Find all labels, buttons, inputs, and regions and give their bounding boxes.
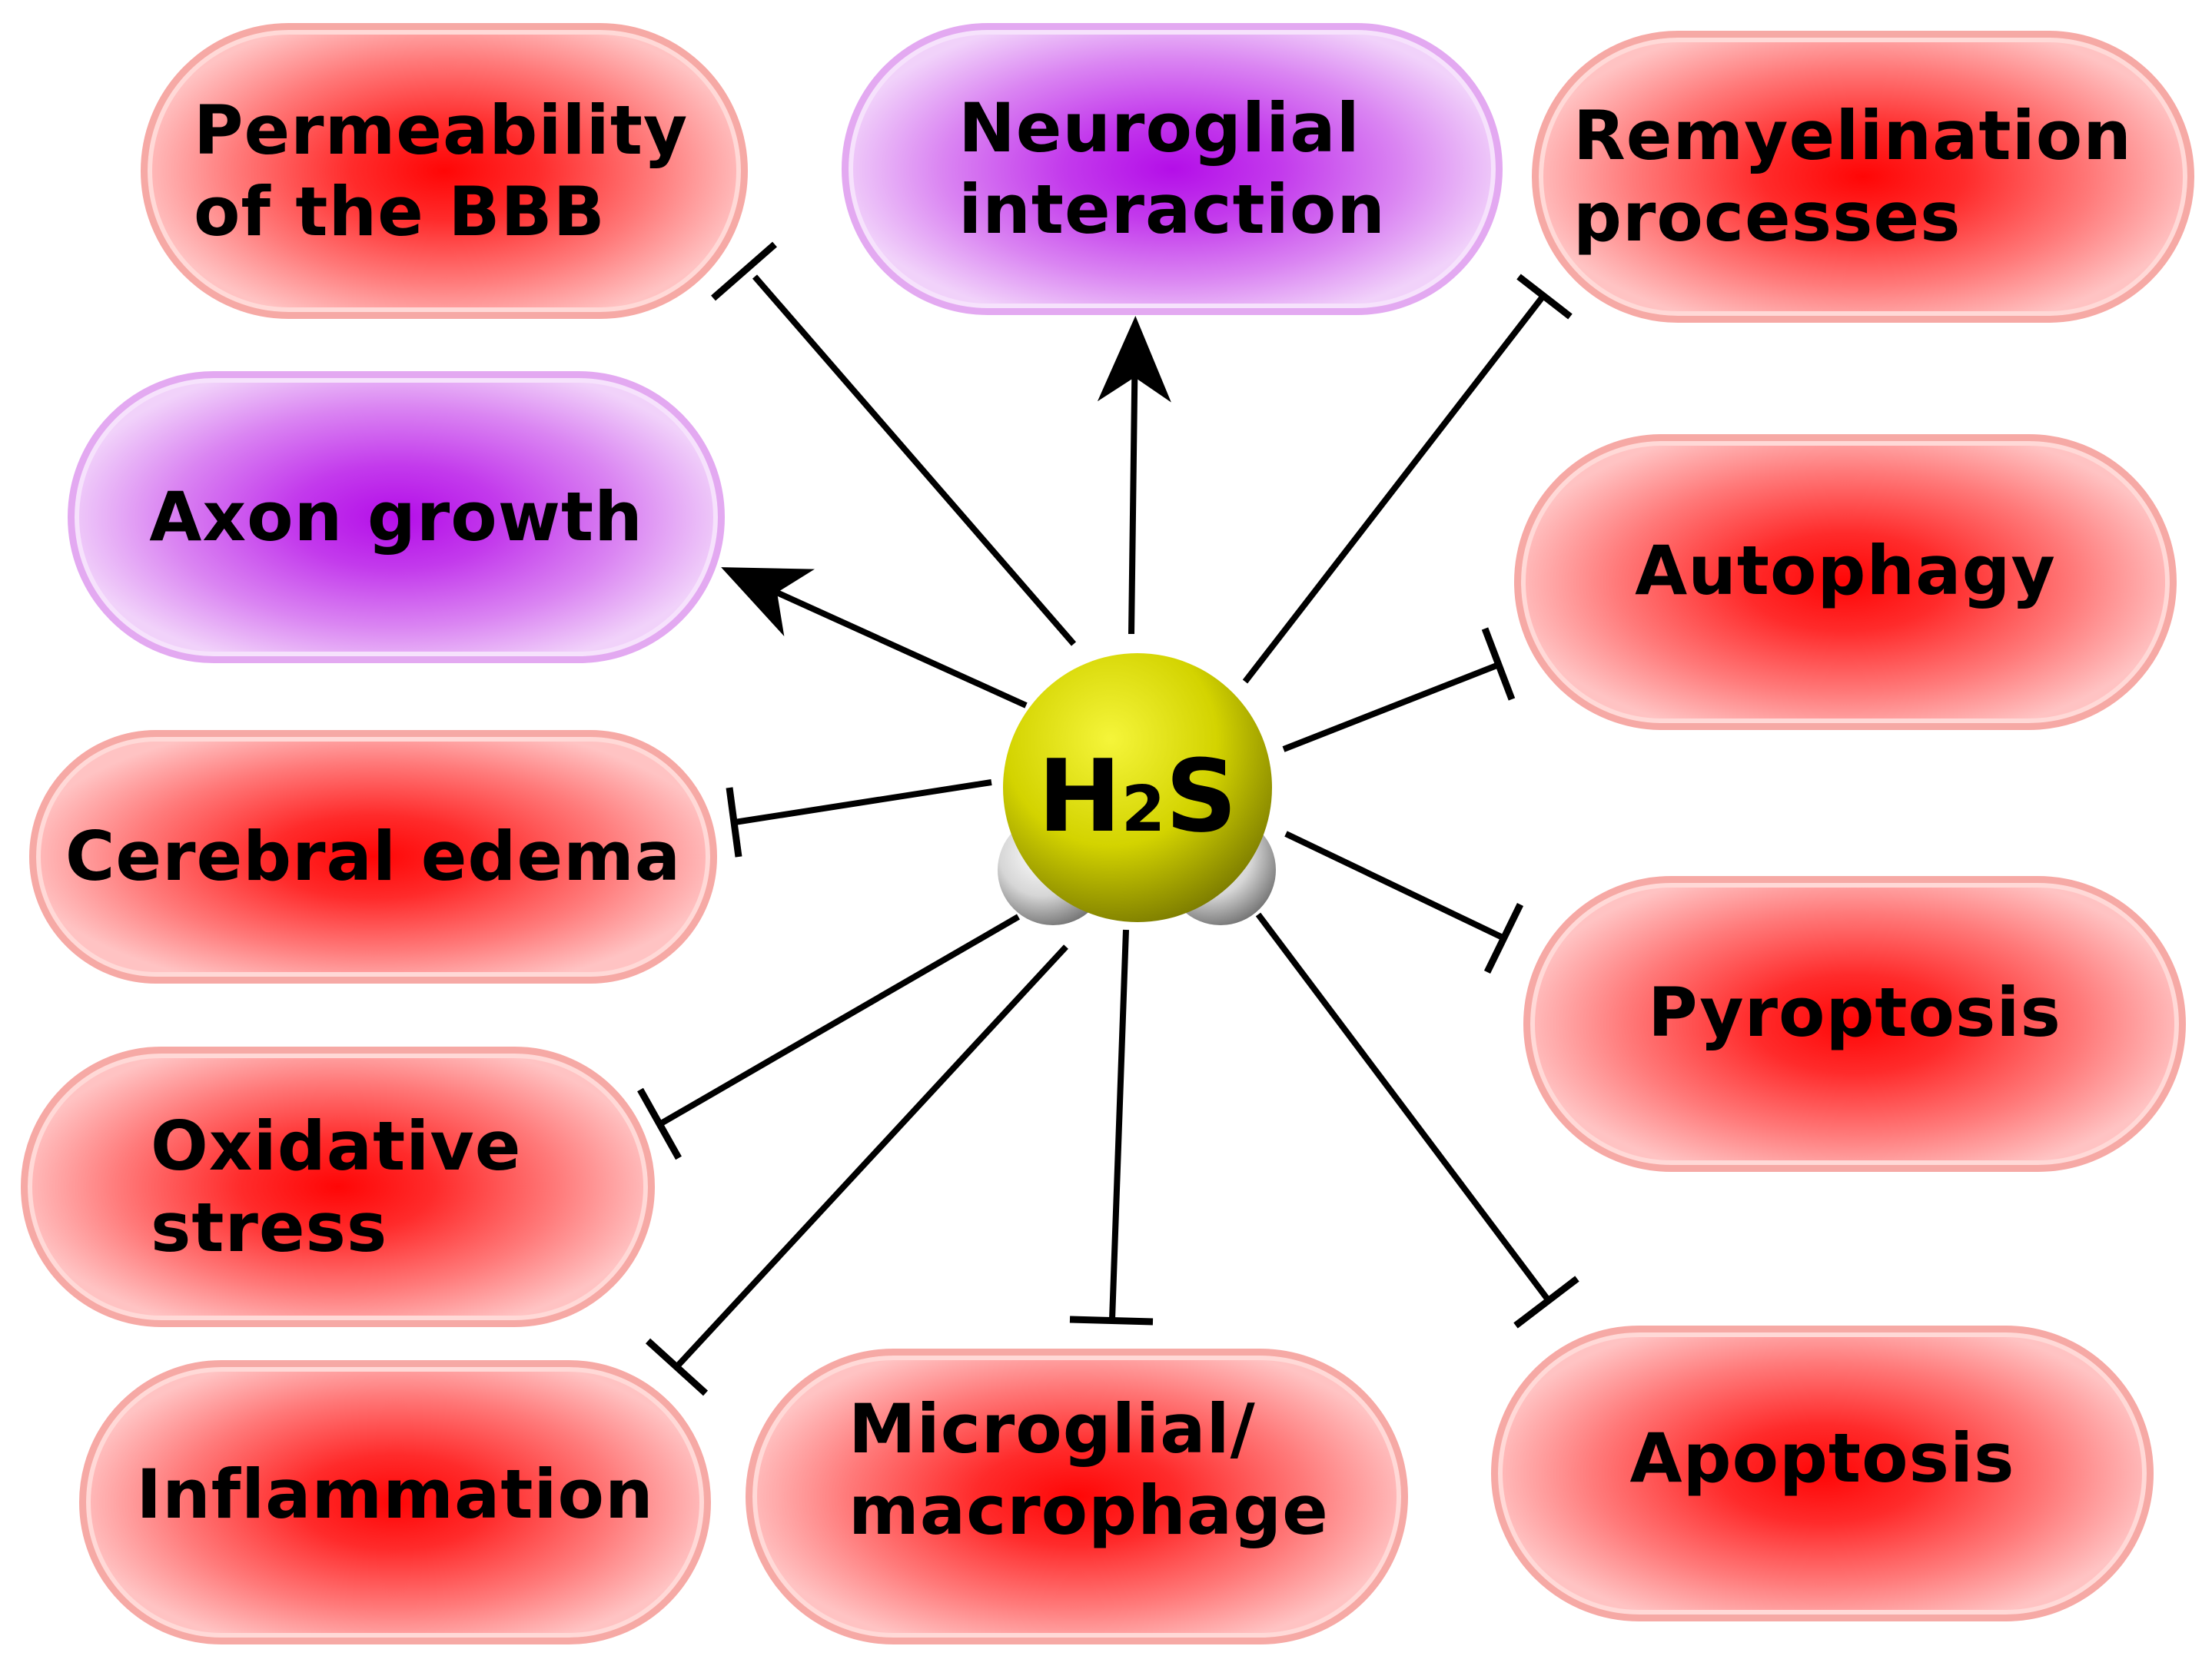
- node-pyroptosis: Pyroptosis: [1523, 876, 2186, 1172]
- edge-pyroptosis-inhibit: [1284, 831, 1524, 974]
- formula-subscript: 2: [1121, 773, 1166, 846]
- node-apoptosis-label: Apoptosis: [1629, 1418, 2015, 1498]
- edge-remyelination-inhibit: [1242, 274, 1573, 684]
- node-permeability-bbb: Permeability of the BBB: [141, 23, 748, 319]
- node-neuroglial-interaction: Neuroglial interaction: [842, 23, 1503, 315]
- node-cerebral-edema-label: Cerebral edema: [65, 817, 682, 897]
- node-microglial-macrophage-label: Microglial/ macrophage: [849, 1389, 1329, 1550]
- node-oxidative-stress-label: Oxidative stress: [151, 1106, 522, 1267]
- edge-apoptosis-inhibit: [1255, 912, 1579, 1329]
- edge-autophagy-inhibit: [1282, 627, 1516, 752]
- node-inflammation-label: Inflammation: [136, 1455, 654, 1535]
- node-pyroptosis-label: Pyroptosis: [1648, 972, 2061, 1052]
- node-microglial-macrophage: Microglial/ macrophage: [746, 1349, 1408, 1644]
- node-cerebral-edema: Cerebral edema: [29, 730, 717, 984]
- node-apoptosis: Apoptosis: [1491, 1326, 2154, 1621]
- edge-microglial-inhibit: [1069, 929, 1154, 1326]
- formula-prefix: H: [1038, 738, 1122, 855]
- node-inflammation: Inflammation: [79, 1360, 711, 1644]
- node-remyelination: Remyelination processes: [1532, 31, 2194, 323]
- sulfur-atom-icon: [1003, 653, 1272, 922]
- node-permeability-bbb-label: Permeability of the BBB: [194, 90, 689, 251]
- edge-neuroglial-promote: [1097, 316, 1171, 635]
- edge-edema-inhibit: [726, 779, 992, 858]
- edge-permeability-inhibit: [711, 241, 1077, 646]
- node-oxidative-stress: Oxidative stress: [21, 1047, 655, 1327]
- edge-oxidative-inhibit: [637, 914, 1021, 1160]
- edge-inflammation-inhibit: [645, 944, 1068, 1396]
- h2s-molecule-icon: [998, 653, 1276, 925]
- node-remyelination-label: Remyelination processes: [1573, 96, 2132, 257]
- node-autophagy-label: Autophagy: [1635, 530, 2056, 610]
- edge-axon-promote: [721, 567, 1028, 709]
- node-autophagy: Autophagy: [1514, 434, 2177, 730]
- node-axon-growth: Axon growth: [68, 371, 725, 663]
- node-neuroglial-interaction-label: Neuroglial interaction: [958, 88, 1386, 249]
- formula-suffix: S: [1165, 738, 1237, 855]
- node-axon-growth-label: Axon growth: [149, 477, 643, 557]
- h2s-formula: H2S: [1022, 738, 1253, 855]
